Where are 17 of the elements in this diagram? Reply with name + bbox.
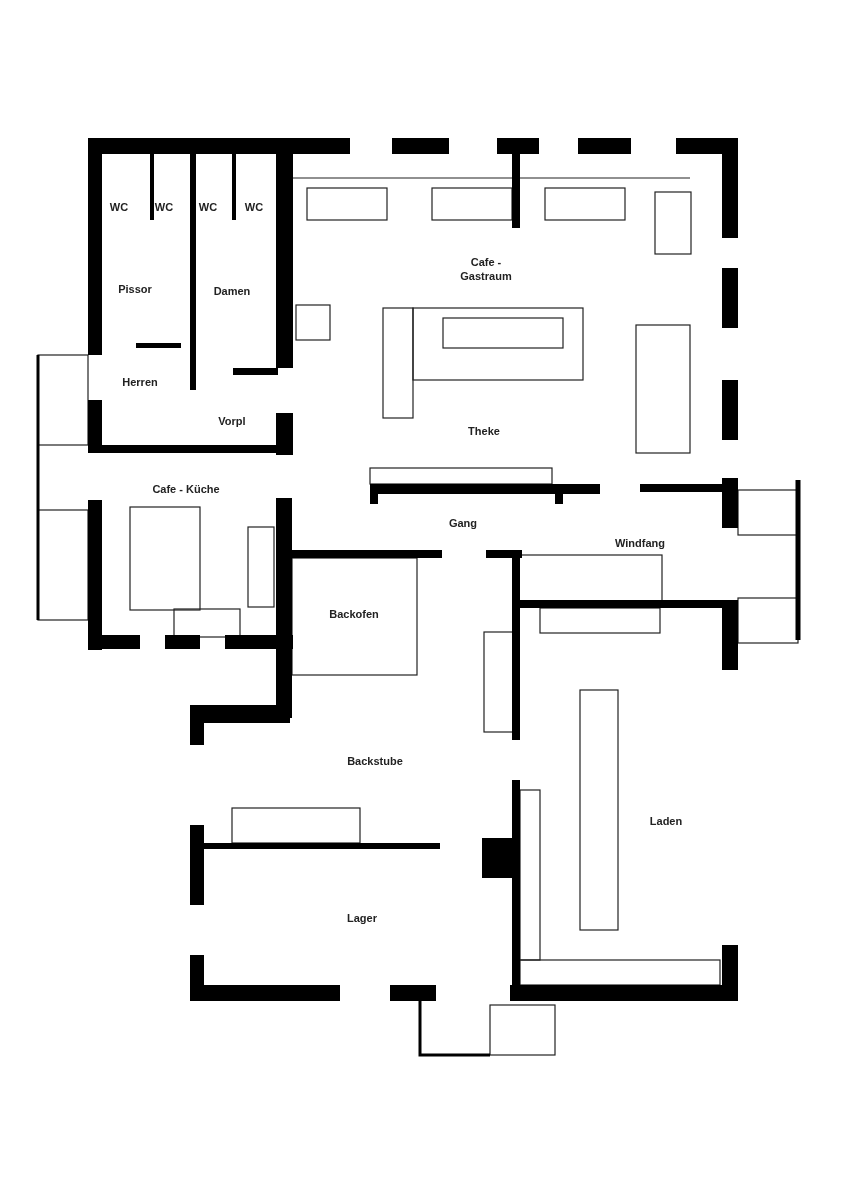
room-label: Herren bbox=[121, 376, 159, 390]
room-label: Pissor bbox=[117, 283, 153, 297]
room-label: Laden bbox=[648, 815, 684, 829]
room-label: Cafe - Küche bbox=[151, 483, 221, 497]
room-label: Theke bbox=[467, 425, 501, 439]
room-label: WC bbox=[243, 201, 265, 215]
room-label: Vorpl bbox=[217, 415, 247, 429]
room-label: Damen bbox=[212, 285, 252, 299]
room-label: WC bbox=[197, 201, 219, 215]
room-label: WC bbox=[153, 201, 175, 215]
room-label: Gang bbox=[447, 517, 479, 531]
room-label: Lager bbox=[346, 912, 378, 926]
room-label: WC bbox=[108, 201, 130, 215]
room-label: Backstube bbox=[346, 755, 404, 769]
room-label: Windfang bbox=[614, 537, 666, 551]
room-label: Backofen bbox=[328, 608, 380, 622]
room-label: Cafe - Gastraum bbox=[459, 256, 513, 284]
